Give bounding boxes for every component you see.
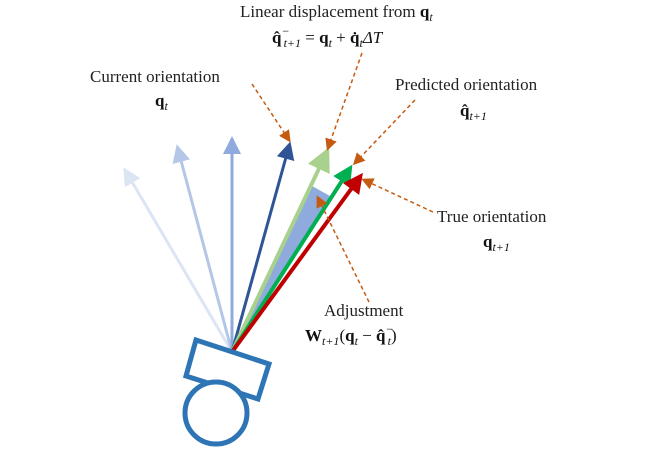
current-orientation-arrow — [230, 141, 295, 353]
adjustment-label: Adjustment — [324, 301, 404, 320]
current-orientation-label: Current orientation — [90, 67, 220, 86]
predicted-orientation-label: Predicted orientation — [395, 75, 538, 94]
linear-displacement-formula: q̂−t+1 = qt + q̇tΔT — [272, 24, 384, 50]
callout-predicted — [352, 99, 416, 166]
callout-linear — [325, 52, 363, 151]
true-orientation-label: True orientation — [437, 207, 547, 226]
callout-adjustment — [316, 195, 370, 303]
callout-true — [361, 178, 434, 213]
true-orientation-arrow — [230, 172, 363, 354]
history-arrow-1 — [123, 167, 234, 353]
predicted-orientation-arrow — [230, 164, 353, 354]
linear-displacement-arrow — [230, 147, 330, 353]
robot-icon — [182, 336, 273, 447]
true-orientation-var: qt+1 — [483, 232, 510, 254]
linear-displacement-label: Linear displacement from qt — [240, 2, 433, 24]
history-arrow-2 — [172, 144, 234, 353]
adjustment-formula: Wt+1(qt − q̂−t) — [305, 322, 397, 348]
callout-current — [251, 83, 291, 143]
predicted-orientation-var: q̂t+1 — [460, 101, 487, 123]
current-orientation-var: qt — [155, 91, 168, 113]
